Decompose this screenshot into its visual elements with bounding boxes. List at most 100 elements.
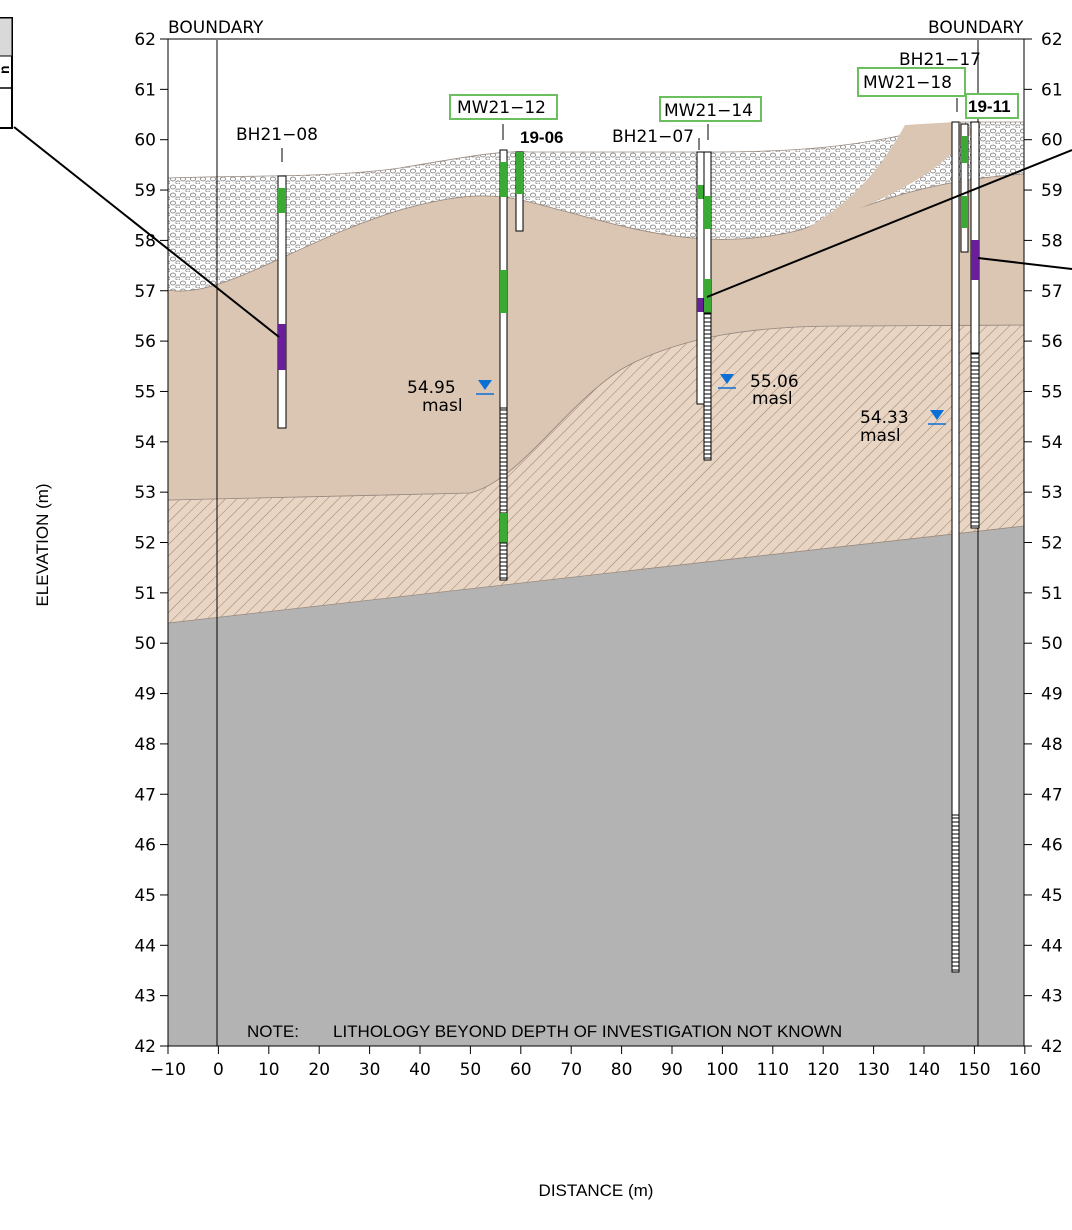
y-tick-label-right: 62 [1041, 30, 1063, 50]
y-tick-label-right: 43 [1041, 987, 1063, 1007]
label-box [659, 96, 762, 122]
x-tick-label: 120 [807, 1060, 839, 1080]
y-tick-label-right: 53 [1041, 483, 1063, 503]
y-tick-label: 50 [134, 634, 156, 654]
legend-fragment-text: n [0, 65, 12, 74]
borehole-bh21-17: BH21−17 [899, 50, 981, 253]
y-tick-label-right: 61 [1041, 80, 1063, 100]
water-level-triangle-icon [720, 374, 734, 384]
y-tick-label-right: 56 [1041, 332, 1063, 352]
water-level-2: 55.06 masl [718, 372, 799, 409]
x-tick-label: 100 [706, 1060, 738, 1080]
x-tick-label: 70 [560, 1060, 582, 1080]
y-tick-label: 56 [134, 332, 156, 352]
y-tick-label: 59 [134, 181, 156, 201]
borehole-19-06: 19-06 [515, 128, 563, 232]
x-tick-label: 10 [258, 1060, 280, 1080]
y-tick-label: 52 [134, 534, 156, 554]
x-tick-label: 110 [757, 1060, 789, 1080]
leader-lines [13, 126, 1072, 338]
y-tick-label: 47 [134, 785, 156, 805]
water-level-value: 55.06 [750, 372, 799, 392]
y-tick-label-right: 49 [1041, 685, 1063, 705]
layer-fill [167, 121, 1025, 292]
y-tick-label: 44 [134, 936, 156, 956]
x-tick-label: 50 [460, 1060, 482, 1080]
layer-bedrock [168, 526, 1024, 1046]
x-axis-title: DISTANCE (m) [539, 1181, 654, 1200]
y-tick-label-right: 54 [1041, 433, 1063, 453]
label-box [965, 93, 1019, 119]
borehole-label: BH21−07 [612, 127, 694, 147]
borehole-mw21-18: MW21−18 [857, 67, 966, 973]
x-tick-label: 30 [359, 1060, 381, 1080]
boundary-label-left: BOUNDARY [168, 18, 264, 38]
legend-fragment: n [0, 17, 13, 129]
y-axis-title: ELEVATION (m) [33, 483, 52, 606]
y-tick-label-right: 44 [1041, 936, 1063, 956]
y-tick-label: 62 [134, 30, 156, 50]
y-tick-label-right: 45 [1041, 886, 1063, 906]
y-tick-label-right: 55 [1041, 382, 1063, 402]
x-tick-label: 140 [908, 1060, 940, 1080]
borehole-label: MW21−18 [863, 73, 952, 93]
x-tick-label: 40 [409, 1060, 431, 1080]
y-axis-left: 4243444546474849505152535455565758596061… [134, 30, 168, 1057]
borehole-mw21-14: MW21−14 [659, 96, 762, 461]
y-tick-label: 42 [134, 1037, 156, 1057]
borehole-label: MW21−12 [457, 98, 546, 118]
borehole-mw21-12: MW21−12 [449, 94, 558, 581]
y-tick-label: 48 [134, 735, 156, 755]
x-tick-label: 0 [213, 1060, 224, 1080]
x-tick-label: 60 [510, 1060, 532, 1080]
water-level-3: 54.33 masl [860, 408, 946, 446]
water-level-unit: masl [752, 389, 793, 409]
y-tick-label: 54 [134, 433, 156, 453]
y-tick-label-right: 52 [1041, 534, 1063, 554]
borehole-19-11: 19-11 [965, 93, 1019, 529]
y-tick-label-right: 51 [1041, 584, 1063, 604]
water-level-unit: masl [860, 426, 901, 446]
water-level-triangle-icon [478, 380, 492, 390]
label-box [449, 94, 558, 120]
x-tick-label: 160 [1009, 1060, 1041, 1080]
label-box [857, 67, 966, 97]
y-tick-label-right: 60 [1041, 131, 1063, 151]
water-level-1: 54.95 masl [407, 378, 494, 416]
x-tick-label: 150 [958, 1060, 990, 1080]
water-level-triangle-icon [930, 410, 944, 420]
x-tick-label: −10 [150, 1060, 186, 1080]
borehole-label: 19-06 [520, 128, 563, 147]
note-label: NOTE: [247, 1022, 299, 1041]
y-tick-label: 58 [134, 231, 156, 251]
y-tick-label: 57 [134, 282, 156, 302]
note-text: LITHOLOGY BEYOND DEPTH OF INVESTIGATION … [333, 1022, 842, 1041]
y-tick-label: 60 [134, 131, 156, 151]
y-tick-label-right: 58 [1041, 231, 1063, 251]
y-tick-label: 53 [134, 483, 156, 503]
y-tick-label: 46 [134, 836, 156, 856]
y-tick-label: 49 [134, 685, 156, 705]
water-level-value: 54.95 [407, 378, 456, 398]
y-tick-label: 61 [134, 80, 156, 100]
y-tick-label-right: 47 [1041, 785, 1063, 805]
boundary-label-right: BOUNDARY [928, 18, 1024, 38]
x-tick-label: 90 [661, 1060, 683, 1080]
x-tick-label: 80 [611, 1060, 633, 1080]
borehole-label: BH21−08 [236, 125, 318, 145]
y-tick-label: 43 [134, 987, 156, 1007]
borehole-label: BH21−17 [899, 50, 981, 70]
borehole-label: 19-11 [968, 97, 1011, 116]
y-tick-label-right: 46 [1041, 836, 1063, 856]
water-level-value: 54.33 [860, 408, 909, 428]
y-tick-label: 51 [134, 584, 156, 604]
y-tick-label-right: 48 [1041, 735, 1063, 755]
x-tick-label: 130 [857, 1060, 889, 1080]
y-tick-label-right: 57 [1041, 282, 1063, 302]
water-level-unit: masl [422, 396, 463, 416]
y-axis-right: 4243444546474849505152535455565758596061… [1024, 30, 1063, 1057]
borehole-bh21-08: BH21−08 [236, 125, 318, 429]
y-tick-label-right: 59 [1041, 181, 1063, 201]
